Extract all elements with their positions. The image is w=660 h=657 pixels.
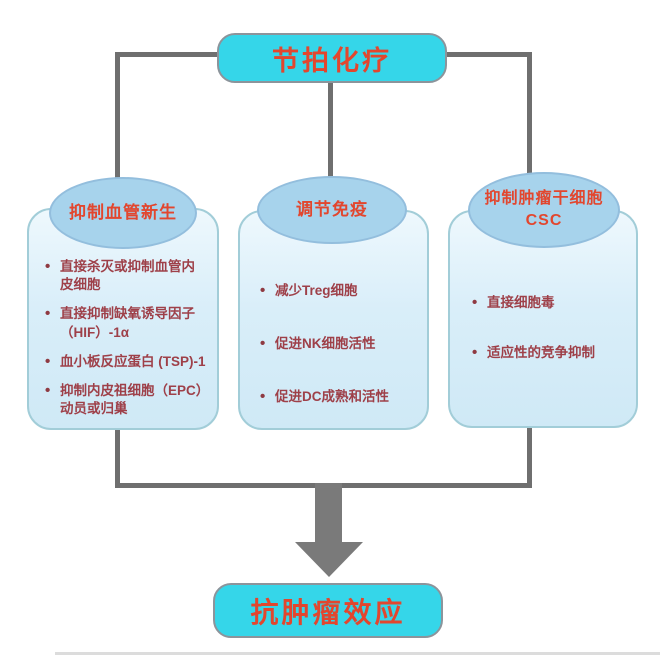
root-node-metronomic-chemotherapy: 节拍化疗	[217, 33, 447, 83]
bullet-item: 血小板反应蛋白 (TSP)-1	[43, 352, 207, 372]
connector-center-vertical	[328, 80, 333, 182]
bullet-item: 直接抑制缺氧诱导因子（HIF）-1α	[43, 304, 207, 341]
angiogenesis-bullet-list: 直接杀灭或抑制血管内皮细胞 直接抑制缺氧诱导因子（HIF）-1α 血小板反应蛋白…	[29, 257, 217, 419]
immune-bullet-list: 减少Treg细胞 促进NK细胞活性 促进DC成熟和活性	[240, 281, 427, 408]
branch-header-immune: 调节免疫	[257, 176, 407, 244]
branch-title-line2: CSC	[525, 212, 563, 229]
root-node-label: 节拍化疗	[272, 45, 392, 76]
footer-divider	[55, 652, 660, 655]
branch-header-csc: 抑制肿瘤干细胞 CSC	[468, 172, 620, 248]
csc-bullet-list: 直接细胞毒 适应性的竞争抑制	[450, 293, 636, 364]
bullet-item: 适应性的竞争抑制	[470, 343, 626, 363]
bullet-item: 抑制内皮祖细胞（EPC）动员或归巢	[43, 381, 207, 418]
bullet-item: 直接细胞毒	[470, 293, 626, 313]
down-arrow-shaft	[315, 483, 342, 543]
outcome-node-label: 抗肿瘤效应	[250, 596, 406, 628]
bullet-item: 减少Treg细胞	[258, 281, 417, 301]
branch-title: 抑制血管新生	[69, 202, 177, 222]
outcome-node-antitumor-effect: 抗肿瘤效应	[213, 583, 443, 638]
branch-title: 抑制肿瘤干细胞	[484, 190, 604, 208]
down-arrow-icon	[295, 542, 363, 577]
bullet-item: 促进DC成熟和活性	[258, 387, 417, 407]
branch-header-angiogenesis: 抑制血管新生	[49, 177, 197, 249]
bullet-item: 促进NK细胞活性	[258, 334, 417, 354]
branch-title: 调节免疫	[296, 199, 368, 219]
bullet-item: 直接杀灭或抑制血管内皮细胞	[43, 257, 207, 294]
